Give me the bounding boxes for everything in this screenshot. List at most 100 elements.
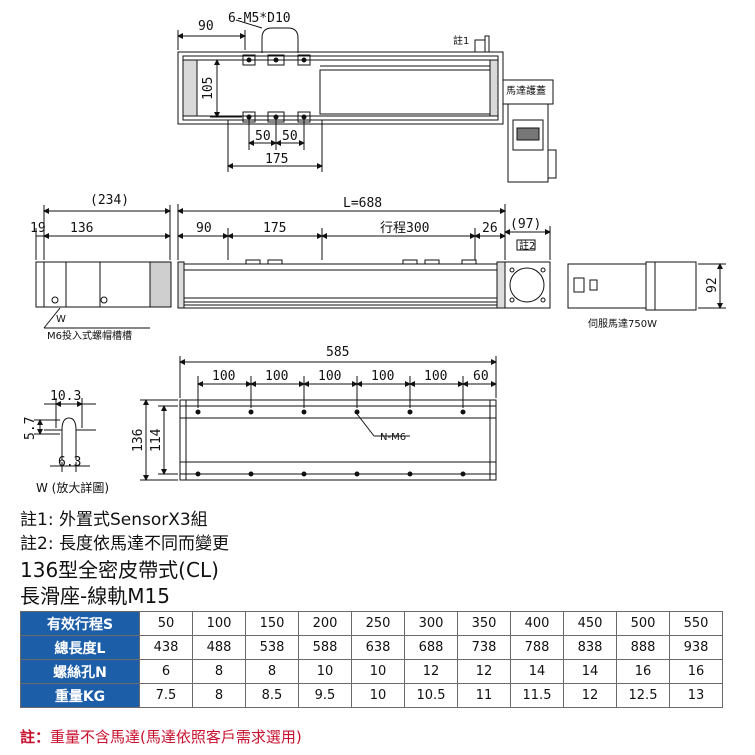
dim-234: (234) — [90, 193, 129, 208]
table-cell: 14 — [563, 659, 617, 684]
pitch-1: 100 — [212, 369, 235, 384]
table-cell: 10.5 — [404, 683, 458, 708]
table-cell: 350 — [457, 611, 511, 636]
table-cell: 788 — [510, 635, 564, 660]
table-cell: 9.5 — [298, 683, 352, 708]
dim-50b: 50 — [282, 129, 298, 144]
table-cell: 938 — [669, 635, 723, 660]
table-cell: 888 — [616, 635, 670, 660]
pitch-2: 100 — [265, 369, 288, 384]
detail-caption: W (放大詳圖) — [36, 480, 109, 495]
table-cell: 250 — [351, 611, 405, 636]
dim-19: 19 — [30, 221, 46, 236]
dim-175-side: 175 — [263, 221, 286, 236]
dim-92: 92 — [705, 277, 720, 293]
product-title: 136型全密皮帶式(CL) — [20, 558, 219, 582]
table-cell: 638 — [351, 635, 405, 660]
table-cell: 12 — [563, 683, 617, 708]
table-cell: 538 — [245, 635, 299, 660]
dim-10-3: 10.3 — [50, 389, 81, 404]
note-tag-1: 註1 — [453, 35, 469, 47]
dim-6-3: 6.3 — [58, 455, 81, 470]
dim-26: 26 — [482, 221, 498, 236]
footnote-text: 重量不含馬達(馬達依照客戶需求選用) — [50, 728, 302, 746]
motor-cover-label: 馬達護蓋 — [506, 84, 546, 97]
table-cell: 838 — [563, 635, 617, 660]
table-cell: 14 — [510, 659, 564, 684]
dim-136-side: 136 — [70, 221, 93, 236]
dim-90-side: 90 — [196, 221, 212, 236]
table-cell: 12 — [404, 659, 458, 684]
dim-L: L=688 — [343, 196, 382, 211]
table-cell: 688 — [404, 635, 458, 660]
row-header: 有效行程S — [20, 611, 140, 636]
table-cell: 8 — [192, 659, 246, 684]
drawing-labels: 90 6-M5*D10 105 50 50 175 註1 馬達護蓋 (234) … — [23, 11, 720, 495]
table-cell: 100 — [192, 611, 246, 636]
table-cell: 16 — [669, 659, 723, 684]
table-cell: 11 — [457, 683, 511, 708]
note-tag-2: 註2 — [519, 240, 535, 252]
side-view — [35, 204, 726, 329]
row-header: 螺絲孔N — [20, 659, 140, 684]
product-subtitle: 長滑座-線軌M15 — [20, 584, 170, 608]
table-cell: 550 — [669, 611, 723, 636]
table-cell: 300 — [404, 611, 458, 636]
note-2: 註2: 長度依馬達不同而變更 — [20, 534, 229, 554]
dim-585: 585 — [326, 345, 349, 360]
table-cell: 488 — [192, 635, 246, 660]
table-cell: 438 — [139, 635, 193, 660]
table-cell: 400 — [510, 611, 564, 636]
table-cell: 450 — [563, 611, 617, 636]
table-cell: 7.5 — [139, 683, 193, 708]
table-cell: 200 — [298, 611, 352, 636]
table-cell: 500 — [616, 611, 670, 636]
dim-175-top: 175 — [265, 152, 288, 167]
table-cell: 8.5 — [245, 683, 299, 708]
footnote-prefix: 註： — [20, 728, 51, 746]
table-cell: 6 — [139, 659, 193, 684]
note-1: 註1: 外置式SensorX3組 — [20, 510, 208, 530]
dim-5-7: 5.7 — [23, 417, 38, 440]
table-cell: 738 — [457, 635, 511, 660]
table-cell: 10 — [351, 683, 405, 708]
dim-90-top: 90 — [198, 19, 214, 34]
dim-105: 105 — [201, 77, 216, 100]
dim-136-bottom: 136 — [131, 429, 146, 452]
hole-callout-top: 6-M5*D10 — [228, 11, 291, 26]
dim-50a: 50 — [255, 129, 271, 144]
table-cell: 8 — [245, 659, 299, 684]
pitch-5: 100 — [424, 369, 447, 384]
dim-97: (97) — [510, 217, 541, 232]
table-cell: 11.5 — [510, 683, 564, 708]
table-cell: 8 — [192, 683, 246, 708]
technical-drawing: 90 6-M5*D10 105 50 50 175 註1 馬達護蓋 (234) … — [23, 11, 726, 495]
pitch-6: 60 — [473, 369, 489, 384]
table-cell: 10 — [298, 659, 352, 684]
pitch-3: 100 — [318, 369, 341, 384]
nut-slot-label: M6投入式螺帽槽槽 — [47, 329, 132, 342]
table-cell: 12 — [457, 659, 511, 684]
servo-label: 伺服馬達750W — [588, 317, 657, 330]
table-cell: 16 — [616, 659, 670, 684]
pitch-4: 100 — [371, 369, 394, 384]
table-cell: 50 — [139, 611, 193, 636]
hole-callout-bottom: N-M6 — [380, 432, 406, 443]
table-cell: 12.5 — [616, 683, 670, 708]
dim-114: 114 — [149, 428, 164, 452]
table-cell: 150 — [245, 611, 299, 636]
top-view — [177, 19, 557, 183]
bottom-view — [140, 356, 497, 481]
table-cell: 13 — [669, 683, 723, 708]
row-header: 總長度L — [20, 635, 140, 660]
dim-stroke: 行程300 — [380, 221, 429, 236]
row-header: 重量KG — [20, 683, 140, 708]
table-cell: 588 — [298, 635, 352, 660]
table-cell: 10 — [351, 659, 405, 684]
